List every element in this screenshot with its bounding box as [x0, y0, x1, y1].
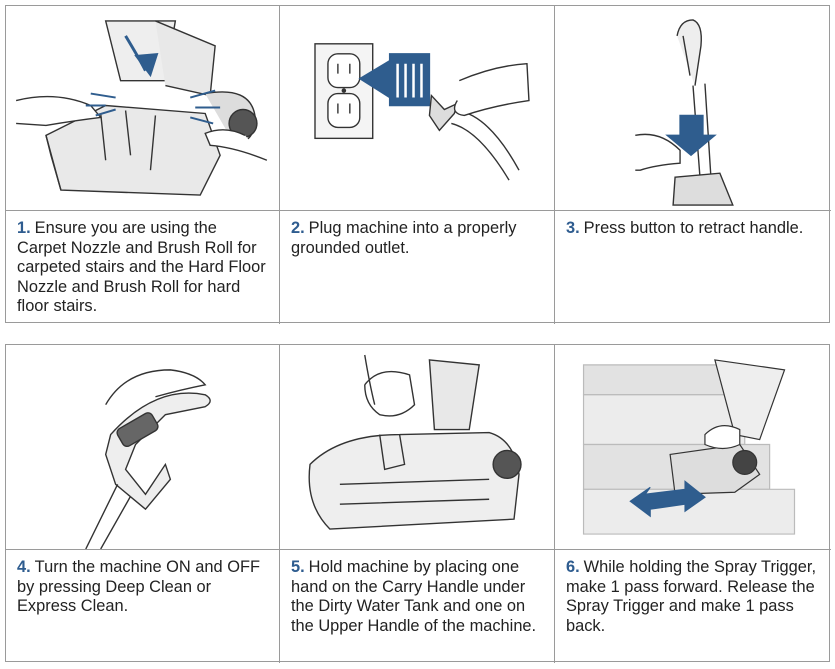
step-4-number: 4. — [17, 558, 31, 576]
step-3-description: Press button to retract handle. — [583, 219, 804, 237]
carry-handle-image — [308, 354, 522, 530]
steps-table-bottom: 4.Turn the machine ON and OFF by pressin… — [5, 344, 831, 663]
step-4-text: 4.Turn the machine ON and OFF by pressin… — [6, 550, 280, 663]
step-5-illustration — [280, 345, 555, 550]
step-6-description: While holding the Spray Trigger, make 1 … — [566, 558, 816, 635]
step-6-number: 6. — [566, 558, 580, 576]
handle-buttons-image — [85, 369, 211, 549]
step-1-number: 1. — [17, 219, 31, 237]
nozzle-attach-image — [15, 20, 268, 196]
step-2-text: 2.Plug machine into a properly grounded … — [280, 211, 555, 324]
step-3-text: 3.Press button to retract handle. — [555, 211, 831, 324]
step-1-description: Ensure you are using the Carpet Nozzle a… — [17, 219, 266, 316]
step-4-illustration — [6, 345, 280, 550]
step-3-number: 3. — [566, 219, 580, 237]
step-5-description: Hold machine by placing one hand on the … — [291, 558, 537, 635]
step-2-number: 2. — [291, 219, 305, 237]
outlet-plug-image — [314, 43, 530, 181]
step-1-illustration — [6, 6, 280, 211]
step-1-text: 1.Ensure you are using the Carpet Nozzle… — [6, 211, 280, 324]
step-4-description: Turn the machine ON and OFF by pressing … — [17, 558, 260, 616]
retract-handle-image — [635, 19, 734, 206]
step-3-illustration — [555, 6, 831, 211]
steps-table-top: 1.Ensure you are using the Carpet Nozzle… — [5, 5, 831, 324]
step-6-illustration — [555, 345, 831, 550]
step-2-description: Plug machine into a properly grounded ou… — [291, 219, 517, 257]
step-2-illustration — [280, 6, 555, 211]
step-5-text: 5.Hold machine by placing one hand on th… — [280, 550, 555, 663]
cleaning-stairs-image — [582, 359, 796, 535]
step-5-number: 5. — [291, 558, 305, 576]
step-6-text: 6.While holding the Spray Trigger, make … — [555, 550, 831, 663]
